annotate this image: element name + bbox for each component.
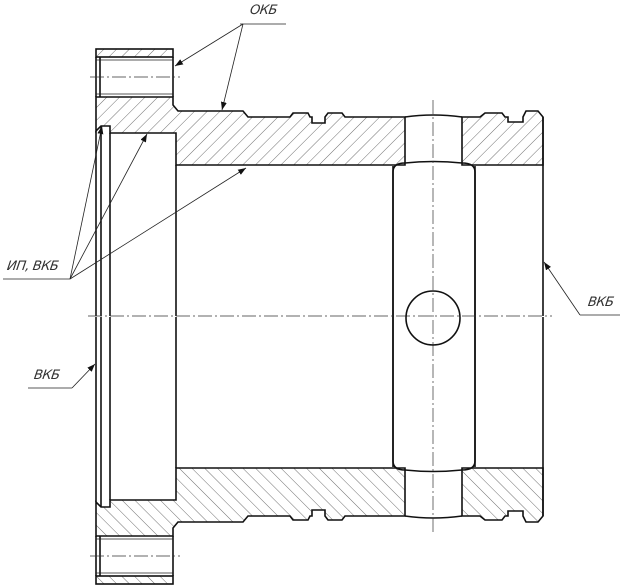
leader-ip-vkb (3, 125, 247, 280)
leader-vkb-right (543, 261, 620, 316)
leader-okb (174, 23, 286, 111)
label-ip-vkb: ИП, ВКБ (5, 259, 60, 274)
leader-vkb-left (28, 363, 96, 389)
label-vkb-right: ВКБ (586, 295, 615, 310)
lower-half (89, 165, 544, 585)
label-vkb-left: ВКБ (32, 368, 61, 383)
radial-hole (405, 290, 461, 346)
label-okb: ОКБ (248, 3, 278, 18)
